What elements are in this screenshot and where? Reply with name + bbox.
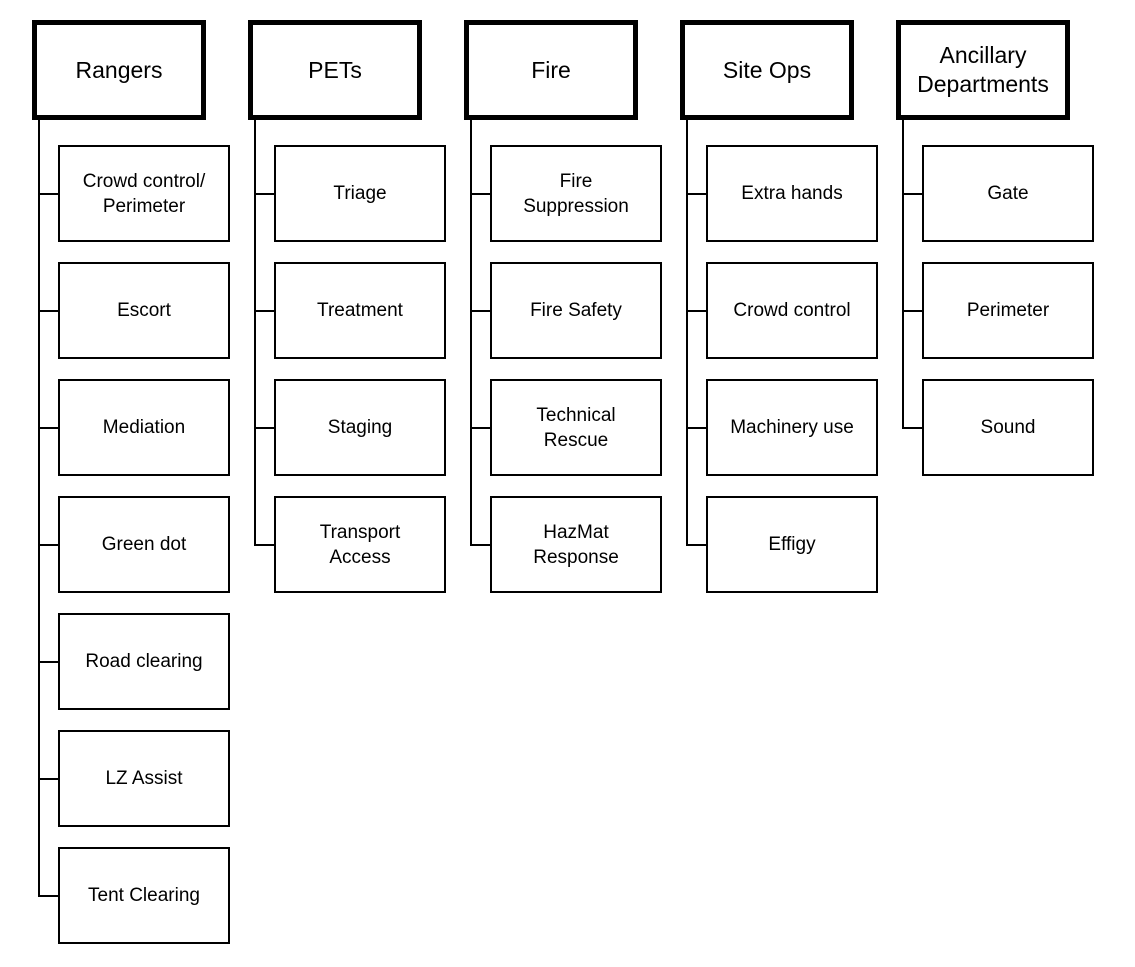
connector-branch (470, 543, 491, 546)
connector-branch (38, 543, 59, 546)
connector-branch (902, 192, 923, 195)
node-machinery-use: Machinery use (706, 379, 878, 476)
connector-branch (38, 426, 59, 429)
category-ancillary-departments: Ancillary Departments (896, 20, 1070, 120)
category-fire: Fire (464, 20, 638, 120)
connector-branch (686, 543, 707, 546)
node-tent-clearing: Tent Clearing (58, 847, 230, 944)
node-mediation: Mediation (58, 379, 230, 476)
connector-branch (254, 309, 275, 312)
node-transport-access: Transport Access (274, 496, 446, 593)
connector-branch (254, 192, 275, 195)
node-hazmat-response: HazMat Response (490, 496, 662, 593)
connector-branch (902, 309, 923, 312)
node-road-clearing: Road clearing (58, 613, 230, 710)
connector-branch (254, 543, 275, 546)
node-fire-suppression: Fire Suppression (490, 145, 662, 242)
category-rangers: Rangers (32, 20, 206, 120)
node-lz-assist: LZ Assist (58, 730, 230, 827)
connector-branch (470, 192, 491, 195)
node-crowd-control: Crowd control (706, 262, 878, 359)
node-staging: Staging (274, 379, 446, 476)
category-pets: PETs (248, 20, 422, 120)
connector-branch (686, 192, 707, 195)
node-technical-rescue: Technical Rescue (490, 379, 662, 476)
connector-branch (254, 426, 275, 429)
node-crowd-control-perimeter: Crowd control/ Perimeter (58, 145, 230, 242)
connector-branch (470, 426, 491, 429)
node-perimeter: Perimeter (922, 262, 1094, 359)
connector-branch (686, 309, 707, 312)
connector-trunk-fire (470, 117, 472, 546)
connector-branch (686, 426, 707, 429)
node-sound: Sound (922, 379, 1094, 476)
connector-branch (902, 426, 923, 429)
node-gate: Gate (922, 145, 1094, 242)
connector-branch (470, 309, 491, 312)
connector-trunk-site-ops (686, 117, 688, 546)
connector-branch (38, 309, 59, 312)
node-escort: Escort (58, 262, 230, 359)
connector-branch (38, 192, 59, 195)
connector-trunk-pets (254, 117, 256, 546)
category-site-ops: Site Ops (680, 20, 854, 120)
connector-branch (38, 894, 59, 897)
node-treatment: Treatment (274, 262, 446, 359)
connector-branch (38, 777, 59, 780)
node-green-dot: Green dot (58, 496, 230, 593)
connector-trunk-ancillary-departments (902, 117, 904, 429)
connector-trunk-rangers (38, 117, 40, 897)
connector-branch (38, 660, 59, 663)
node-extra-hands: Extra hands (706, 145, 878, 242)
node-fire-safety: Fire Safety (490, 262, 662, 359)
node-effigy: Effigy (706, 496, 878, 593)
node-triage: Triage (274, 145, 446, 242)
